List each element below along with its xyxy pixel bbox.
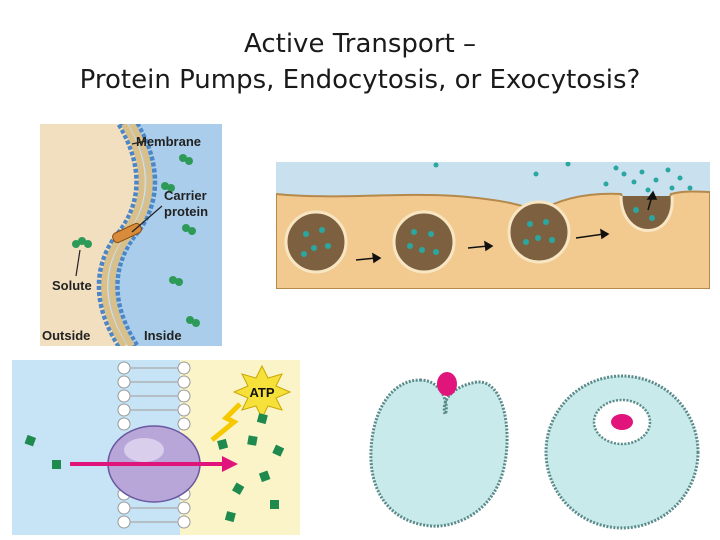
inside-region [108,124,222,346]
solute-pointer [75,249,81,277]
atp-label: ATP [249,385,274,400]
vesicle-2 [392,210,456,274]
arrow-head-icon [222,456,238,472]
target-particle-icon [437,372,457,396]
membrane-pointer [131,140,147,145]
membrane-inner-layer [112,124,158,346]
slide-title: Active Transport – Protein Pumps, Endocy… [0,26,720,98]
pump-highlight [124,438,164,462]
label-inside: Inside [144,328,182,343]
label-membrane: Membrane [136,134,201,149]
vesicle-particles [301,162,693,257]
label-outside: Outside [42,328,90,343]
membrane-outer-layer [96,124,142,346]
label-protein: protein [164,204,208,219]
vesicle-4-open [619,195,674,232]
endocytosis-diagram [365,362,710,532]
internalized-particle-icon [611,414,633,430]
exocytosis-diagram [276,162,710,289]
vesicle-3 [507,200,571,264]
cell-engulfing [369,378,509,528]
cell-after-uptake [544,374,700,530]
solute-molecules-inside [161,154,200,327]
title-line-2: Protein Pumps, Endocytosis, or Exocytosi… [79,65,641,95]
title-line-1: Active Transport – [244,29,476,59]
label-solute: Solute [52,278,92,293]
carrier-protein-diagram: Membrane Carrier protein Solute Outside … [40,124,222,346]
vesicle-1 [284,210,348,274]
atp-pump-diagram: ATP [12,360,300,535]
solute-icon [72,237,92,248]
carrier-pointer [131,205,163,233]
movement-arrows [355,190,658,264]
carrier-protein-icon [112,222,142,244]
label-carrier: Carrier [164,188,207,203]
pump-molecules [24,413,285,523]
energy-bolt-icon [210,402,242,442]
